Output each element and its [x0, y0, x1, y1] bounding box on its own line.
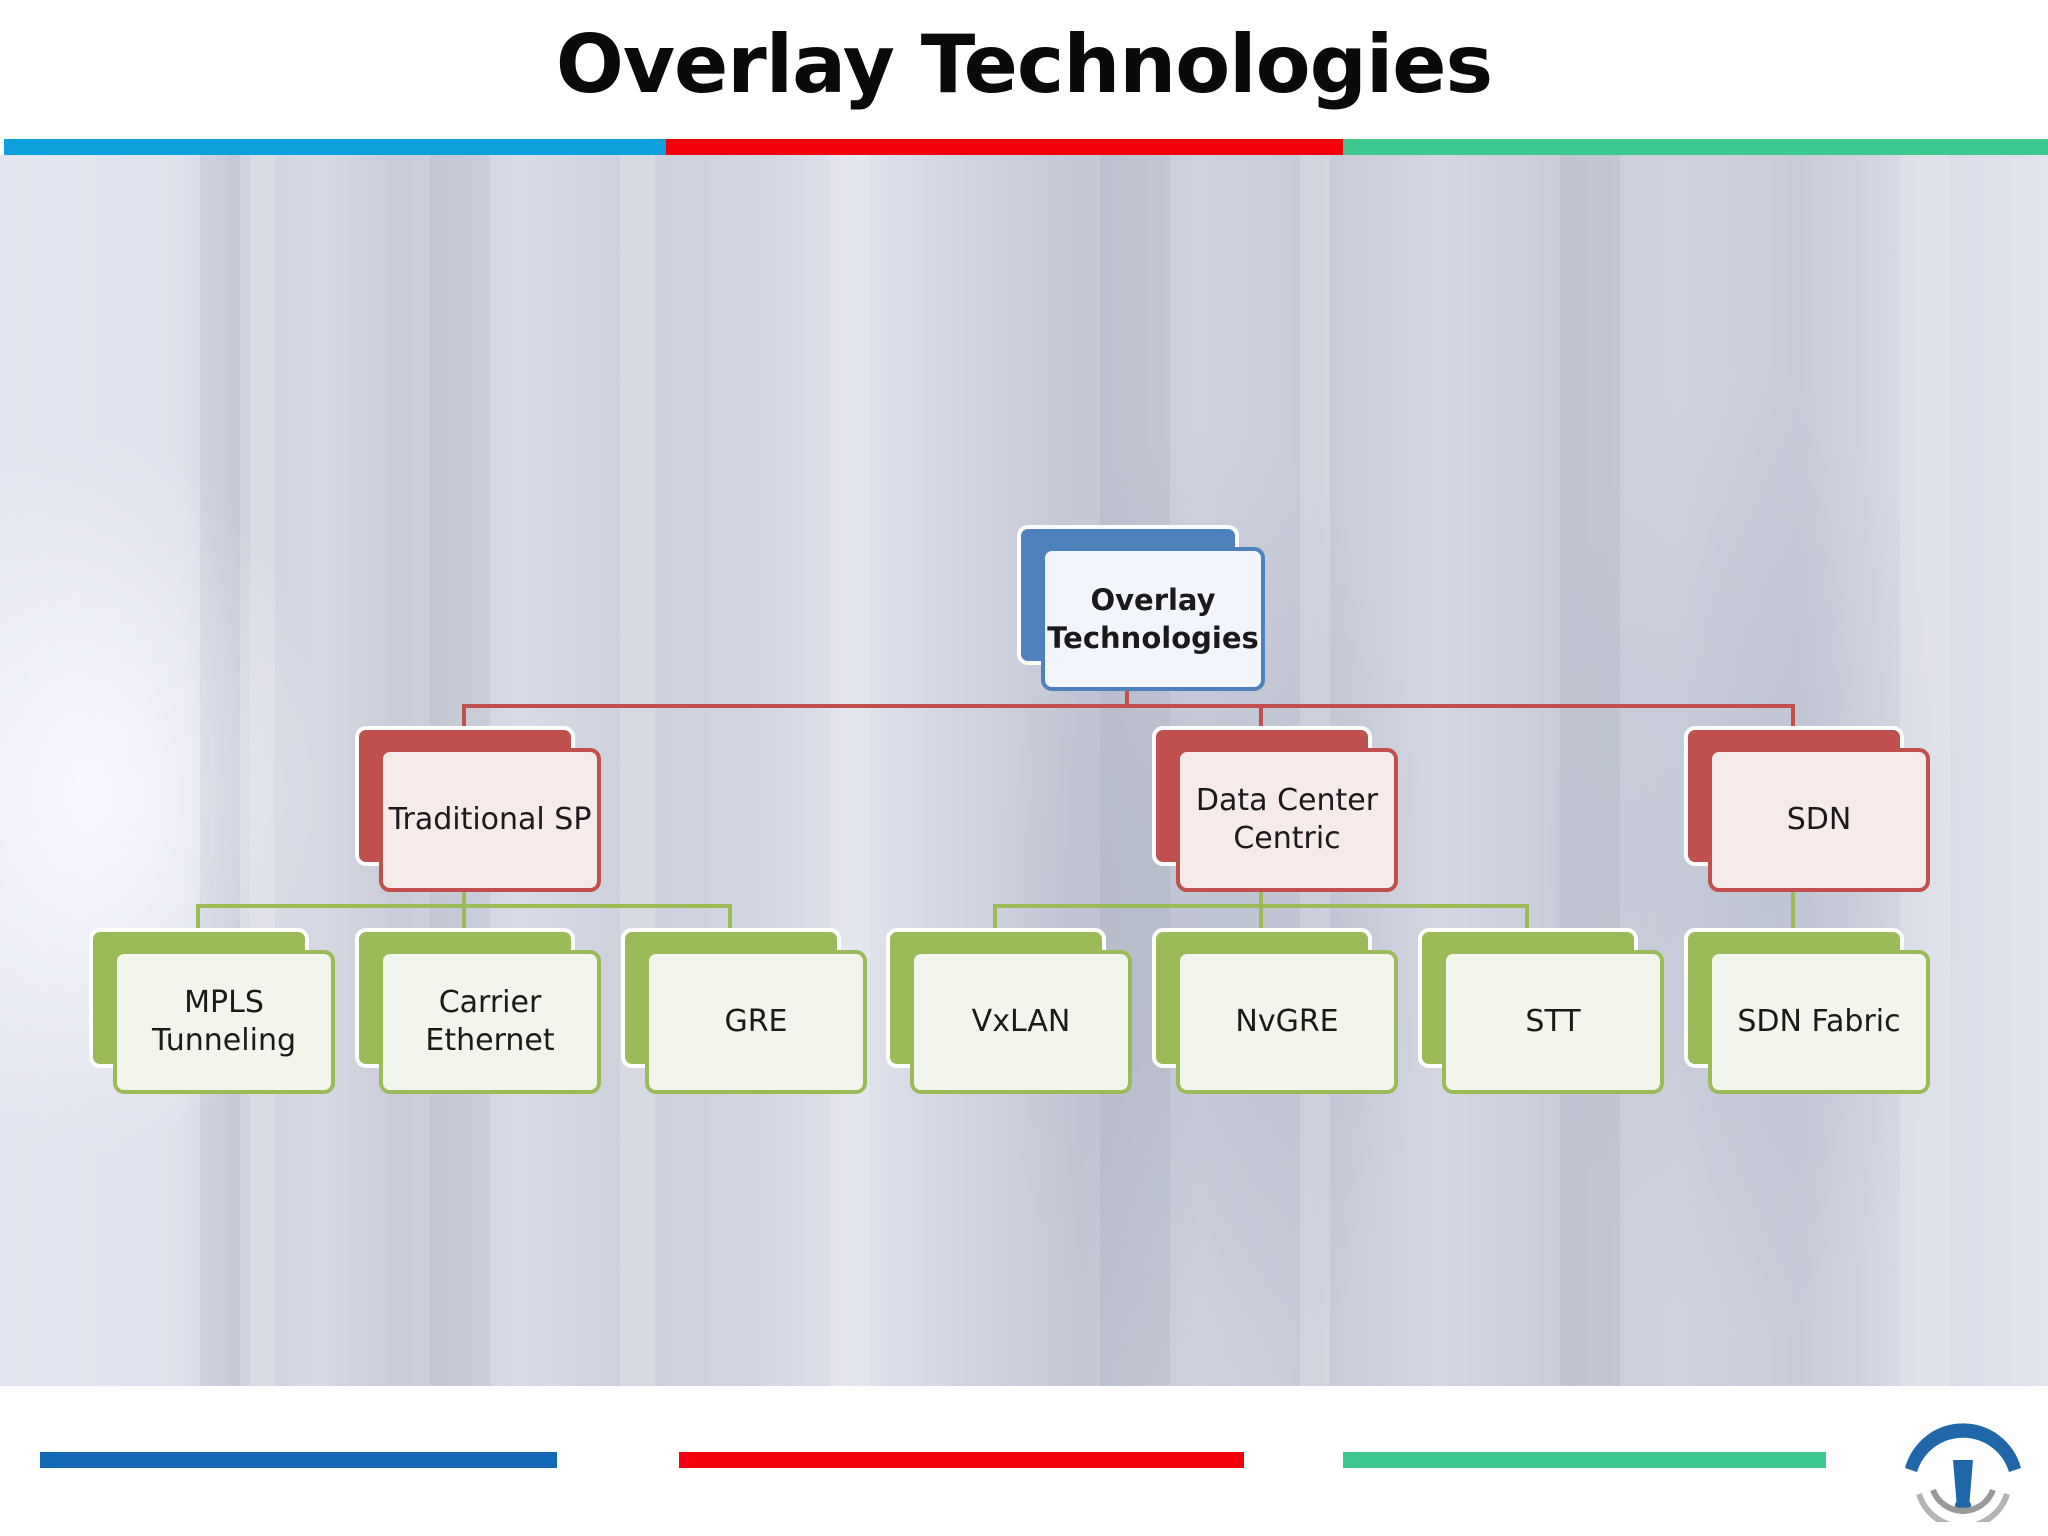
connector-to-nvgre — [1259, 904, 1263, 932]
connector-to-stt — [1525, 904, 1529, 932]
leaf-label-sdn-fabric: SDN Fabric — [1708, 950, 1930, 1094]
leaf-label-carrier-ethernet: Carrier Ethernet — [379, 950, 601, 1094]
category-label-traditional-sp: Traditional SP — [379, 748, 601, 892]
leaf-label-gre: GRE — [645, 950, 867, 1094]
category-node-sdn: SDN — [1684, 726, 1930, 892]
connector-bus-to-sdn — [1791, 704, 1795, 730]
connector-data-center-down — [1259, 890, 1263, 908]
footer-bar-green — [1343, 1452, 1826, 1468]
connector-bus-to-data-center — [1259, 704, 1263, 730]
category-label-sdn: SDN — [1708, 748, 1930, 892]
leaf-node-mpls-tunneling: MPLS Tunneling — [89, 928, 335, 1094]
connector-sdn-to-fabric — [1791, 890, 1795, 932]
connector-to-carrier-ethernet — [462, 904, 466, 932]
leaf-node-sdn-fabric: SDN Fabric — [1684, 928, 1930, 1094]
footer-bar-red — [679, 1452, 1244, 1468]
category-node-traditional-sp: Traditional SP — [355, 726, 601, 892]
title-underline-green — [1343, 139, 2048, 155]
title-underline-red — [666, 139, 1343, 155]
title-underline-blue — [4, 139, 666, 155]
category-node-data-center-centric: Data Center Centric — [1152, 726, 1398, 892]
leaf-label-stt: STT — [1442, 950, 1664, 1094]
connector-root-to-bus — [1125, 689, 1129, 708]
connector-traditional-sp-down — [462, 890, 466, 908]
leaf-node-stt: STT — [1418, 928, 1664, 1094]
leaf-node-carrier-ethernet: Carrier Ethernet — [355, 928, 601, 1094]
leaf-label-vxlan: VxLAN — [910, 950, 1132, 1094]
connector-to-gre — [728, 904, 732, 932]
connector-category-bus — [462, 704, 1795, 708]
connector-bus-to-traditional-sp — [462, 704, 466, 730]
root-node-label: Overlay Technologies — [1041, 547, 1265, 691]
page-title: Overlay Technologies — [555, 18, 1493, 111]
root-node: Overlay Technologies — [1017, 525, 1265, 691]
connector-to-vxlan — [993, 904, 997, 932]
signal-tower-logo-icon — [1893, 1398, 2033, 1530]
category-label-data-center-centric: Data Center Centric — [1176, 748, 1398, 892]
leaf-label-mpls-tunneling: MPLS Tunneling — [113, 950, 335, 1094]
leaf-label-nvgre: NvGRE — [1176, 950, 1398, 1094]
footer-bar-blue — [40, 1452, 557, 1468]
leaf-node-nvgre: NvGRE — [1152, 928, 1398, 1094]
connector-to-mpls — [196, 904, 200, 932]
leaf-node-gre: GRE — [621, 928, 867, 1094]
leaf-node-vxlan: VxLAN — [886, 928, 1132, 1094]
